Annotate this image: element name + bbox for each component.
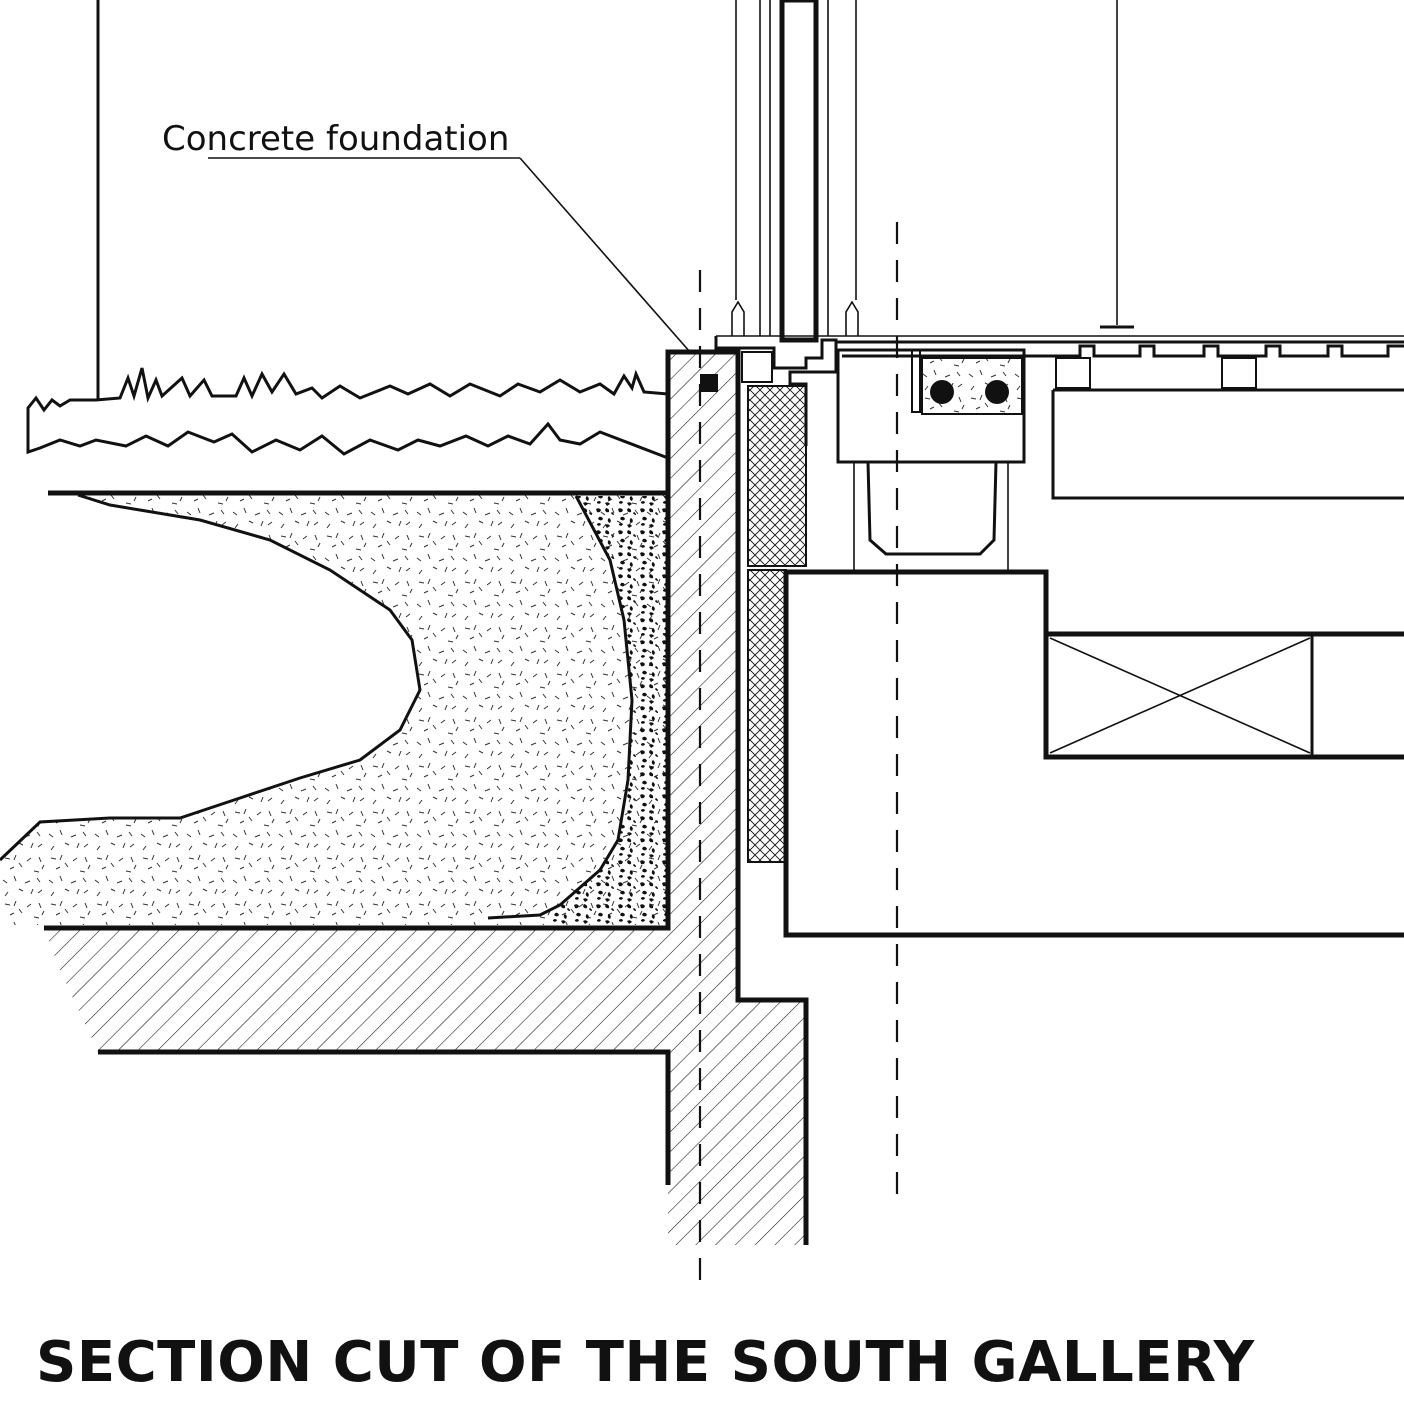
channel-box bbox=[836, 348, 1026, 464]
backfill-sand bbox=[0, 495, 668, 925]
gravel-boundary bbox=[487, 495, 634, 920]
gravel-drain bbox=[548, 496, 668, 925]
drain-gutter bbox=[866, 461, 998, 556]
callout-label: Concrete foundation bbox=[162, 119, 509, 159]
pipe-left bbox=[930, 380, 954, 404]
pipe-right bbox=[985, 380, 1009, 404]
backfill-boundary bbox=[0, 493, 422, 862]
rigid-insulation-lower bbox=[747, 569, 787, 863]
concrete-foundation bbox=[44, 352, 806, 1245]
anchor-left bbox=[731, 300, 745, 336]
deck-profile bbox=[836, 340, 1404, 358]
deck-support-b bbox=[1221, 357, 1257, 389]
sill-block bbox=[741, 351, 773, 383]
floor-deck bbox=[1051, 388, 1404, 500]
page-title: SECTION CUT OF THE SOUTH GALLERY bbox=[36, 1330, 1255, 1395]
deck-support-a bbox=[1055, 357, 1091, 389]
foundation-outline-outer bbox=[98, 1049, 671, 1185]
joist-box bbox=[1043, 634, 1404, 760]
callout-leader bbox=[519, 157, 691, 353]
channel-clip bbox=[911, 349, 921, 413]
foundation-outline-footing bbox=[44, 349, 809, 1245]
anchor-right bbox=[845, 300, 859, 336]
turf-layer bbox=[26, 367, 670, 461]
joist-cross-b bbox=[1049, 637, 1311, 754]
rebar-square bbox=[700, 374, 718, 392]
floor-slab bbox=[783, 569, 1404, 938]
sill-flashing bbox=[714, 336, 838, 446]
glass-frame bbox=[779, 0, 819, 343]
rigid-insulation-upper bbox=[747, 385, 807, 567]
